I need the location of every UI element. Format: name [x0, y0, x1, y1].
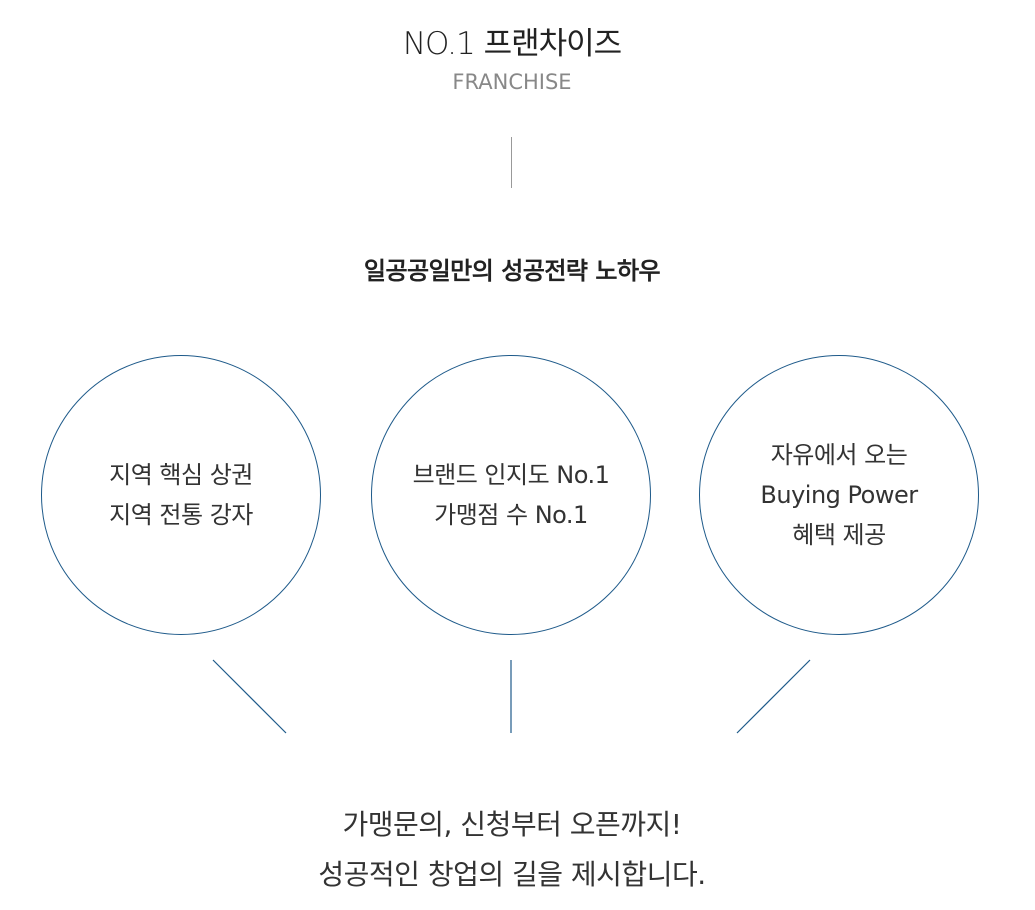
connector-line-left	[212, 659, 287, 734]
closing-message: 가맹문의, 신청부터 오픈까지! 성공적인 창업의 길을 제시합니다.	[0, 800, 1024, 900]
section-headline: 일공공일만의 성공전략 노하우	[363, 257, 661, 285]
connector-line-right	[736, 659, 811, 734]
circle-text-line: 혜택 제공	[792, 521, 886, 549]
circle-text-line: 가맹점 수 No.1	[434, 501, 588, 529]
circle-text-line: 브랜드 인지도 No.1	[412, 461, 610, 489]
page-title: NO.1 프랜차이즈	[402, 26, 622, 62]
vertical-divider	[511, 137, 512, 188]
strategy-circle-local: 지역 핵심 상권 지역 전통 강자	[41, 355, 321, 635]
circle-text-line: 지역 전통 강자	[109, 501, 253, 529]
circle-text-line: 지역 핵심 상권	[109, 461, 253, 489]
circle-text-line: Buying Power	[760, 481, 918, 509]
circle-text-line: 자유에서 오는	[770, 441, 908, 469]
closing-line-2: 성공적인 창업의 길을 제시합니다.	[318, 858, 706, 891]
strategy-circle-buying-power: 자유에서 오는 Buying Power 혜택 제공	[699, 355, 979, 635]
strategy-circle-brand: 브랜드 인지도 No.1 가맹점 수 No.1	[371, 355, 651, 635]
page-subtitle: FRANCHISE	[452, 70, 572, 94]
closing-line-1: 가맹문의, 신청부터 오픈까지!	[342, 808, 682, 841]
